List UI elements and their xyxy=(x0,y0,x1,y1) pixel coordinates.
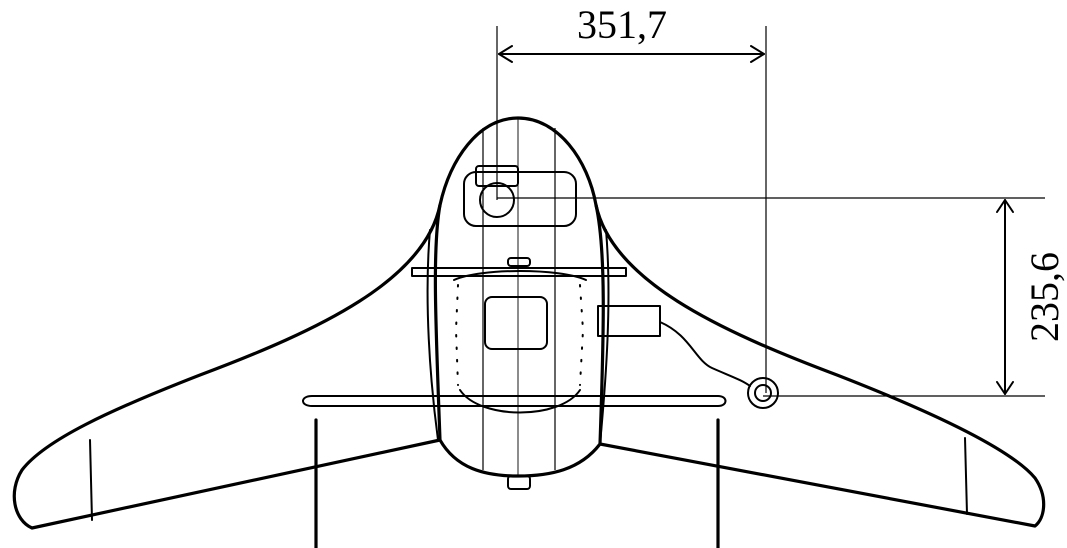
dim-v-arrow-bottom xyxy=(996,381,1014,395)
fuselage-left-inner-line xyxy=(426,229,439,441)
dim-h-arrow-left xyxy=(498,45,513,63)
top-hatch xyxy=(507,257,531,267)
antenna xyxy=(747,377,779,409)
antenna-inner-circle xyxy=(754,384,772,402)
payload-bay-right-dots xyxy=(579,284,584,386)
payload-box xyxy=(484,296,548,350)
payload-bay-top-arc xyxy=(453,270,587,281)
payload-bay xyxy=(453,270,587,414)
side-module-cable xyxy=(659,321,751,387)
front-spar xyxy=(411,267,627,277)
fuselage-right-inner-line xyxy=(599,229,610,445)
dimension-horizontal: 351,7 xyxy=(496,2,767,393)
right-wing xyxy=(594,203,1046,528)
camera-housing xyxy=(463,171,577,227)
fuselage-outline xyxy=(433,116,605,478)
side-module xyxy=(597,305,751,387)
payload-bay-bottom-arc xyxy=(459,389,581,414)
payload-bay-left-dots xyxy=(455,284,459,386)
antenna-outer-circle xyxy=(747,377,779,409)
rear-spar xyxy=(302,395,727,407)
dimension-vertical: 235,6 xyxy=(497,197,1067,397)
dim-v-arrow-top xyxy=(996,199,1014,213)
wing-outline xyxy=(12,203,1046,530)
side-module-box xyxy=(597,305,661,337)
tail-light xyxy=(507,475,531,490)
dim-h-arrow-right xyxy=(750,45,765,63)
camera-module xyxy=(463,165,577,227)
left-wingtip-rib xyxy=(89,439,93,521)
left-wing xyxy=(12,203,442,530)
right-wingtip-rib xyxy=(964,437,968,515)
height-dimension-label: 235,6 xyxy=(1022,252,1067,342)
width-dimension-label: 351,7 xyxy=(577,2,667,47)
